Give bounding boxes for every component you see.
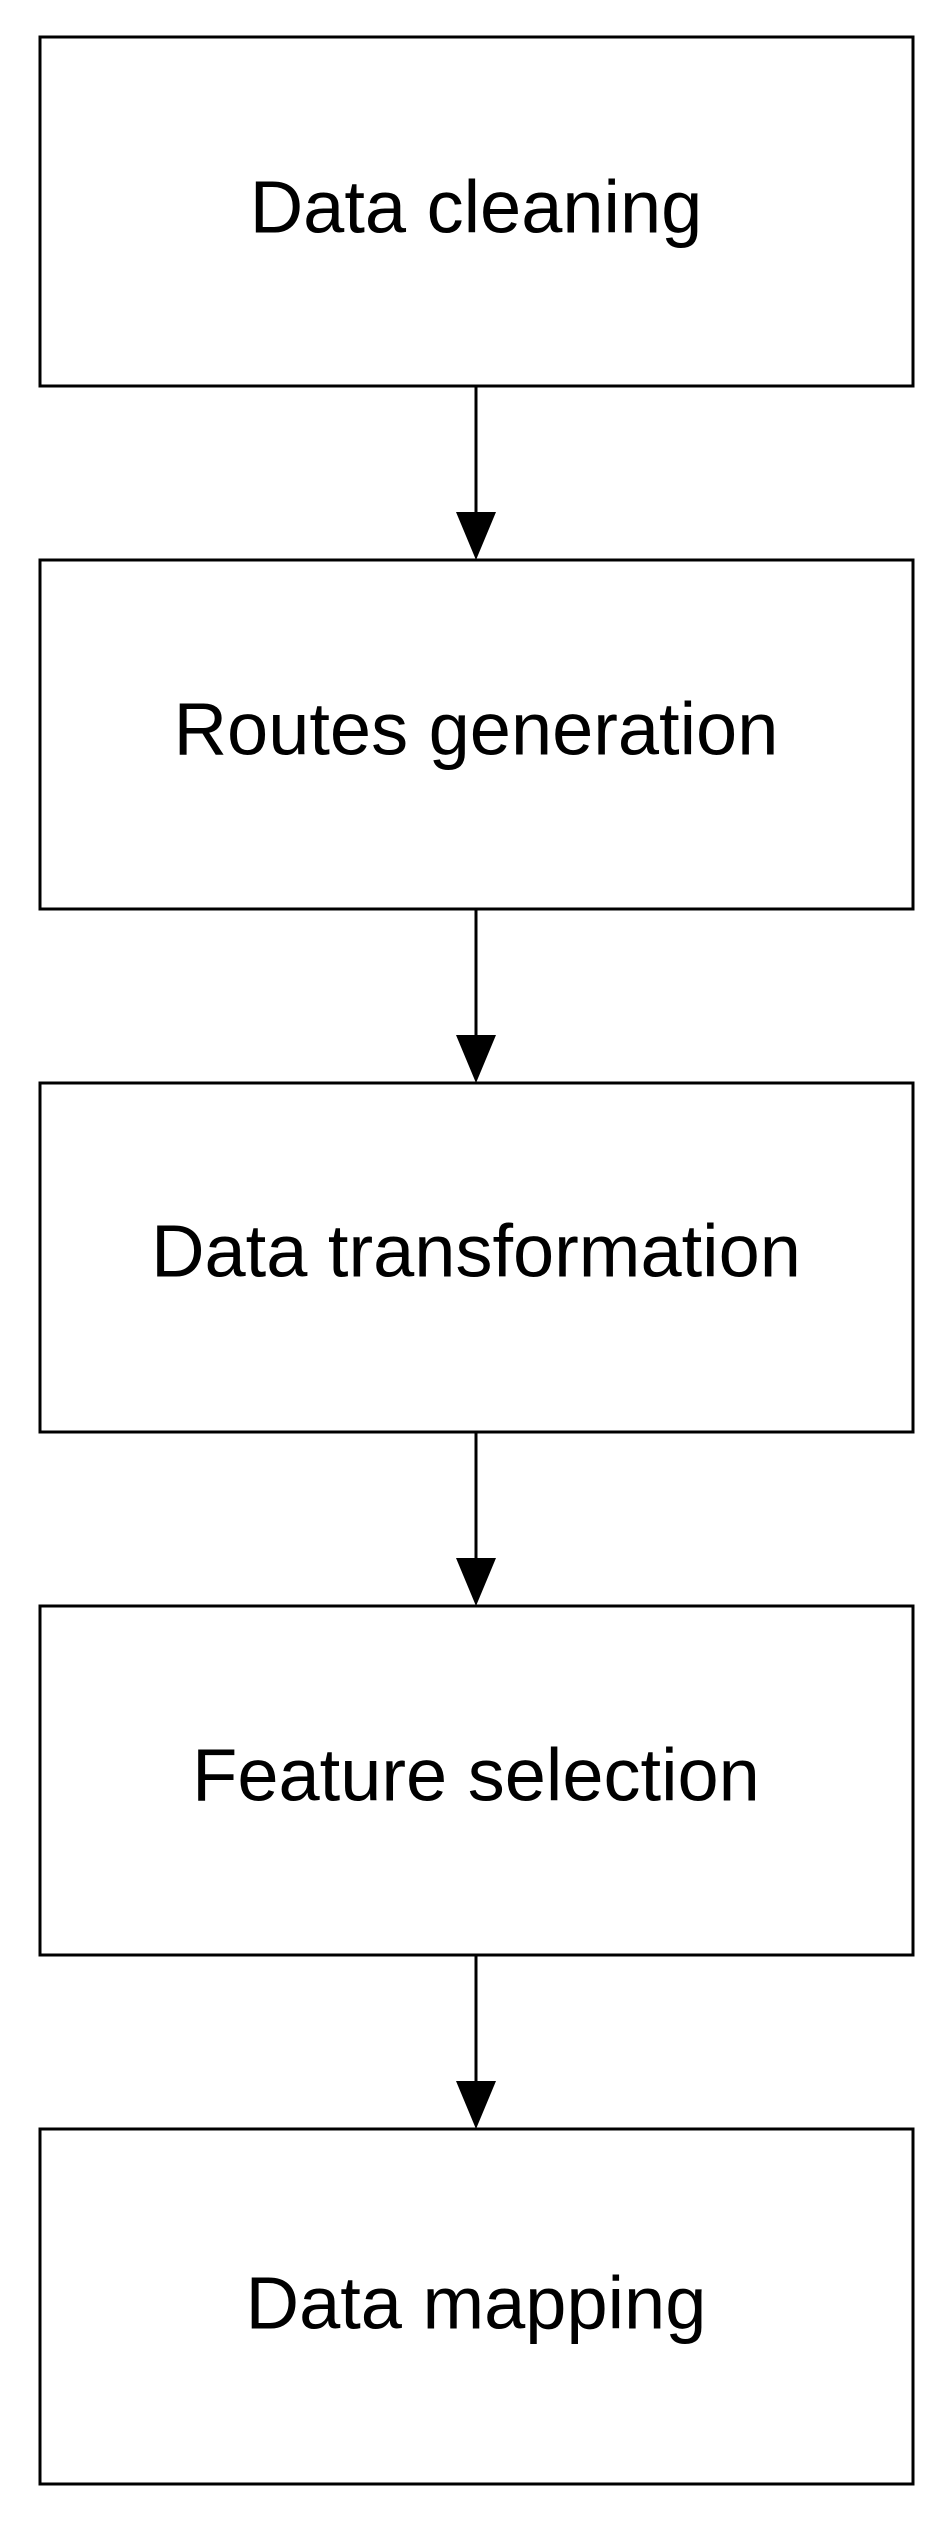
step-label: Data cleaning — [250, 166, 703, 249]
step-feature-selection: Feature selection — [38, 1604, 915, 1957]
step-label: Data transformation — [151, 1210, 801, 1293]
arrow-head-icon — [456, 1035, 496, 1083]
step-label: Data mapping — [246, 2262, 707, 2345]
step-box — [38, 35, 915, 388]
step-data-cleaning: Data cleaning — [38, 35, 915, 388]
step-data-transformation: Data transformation — [38, 1081, 915, 1434]
arrow-head-icon — [456, 2081, 496, 2129]
arrow-head-icon — [456, 1558, 496, 1606]
step-box — [38, 1081, 915, 1434]
step-routes-generation: Routes generation — [38, 558, 915, 911]
connector-arrow — [456, 1955, 496, 2129]
step-label: Feature selection — [192, 1734, 760, 1817]
arrow-head-icon — [456, 512, 496, 560]
connector-arrow — [456, 909, 496, 1083]
step-box — [38, 2127, 915, 2486]
step-data-mapping: Data mapping — [38, 2127, 915, 2486]
step-box — [38, 558, 915, 911]
connector-arrow — [456, 1432, 496, 1606]
connector-arrow — [456, 386, 496, 560]
step-label: Routes generation — [174, 688, 779, 771]
step-box — [38, 1604, 915, 1957]
